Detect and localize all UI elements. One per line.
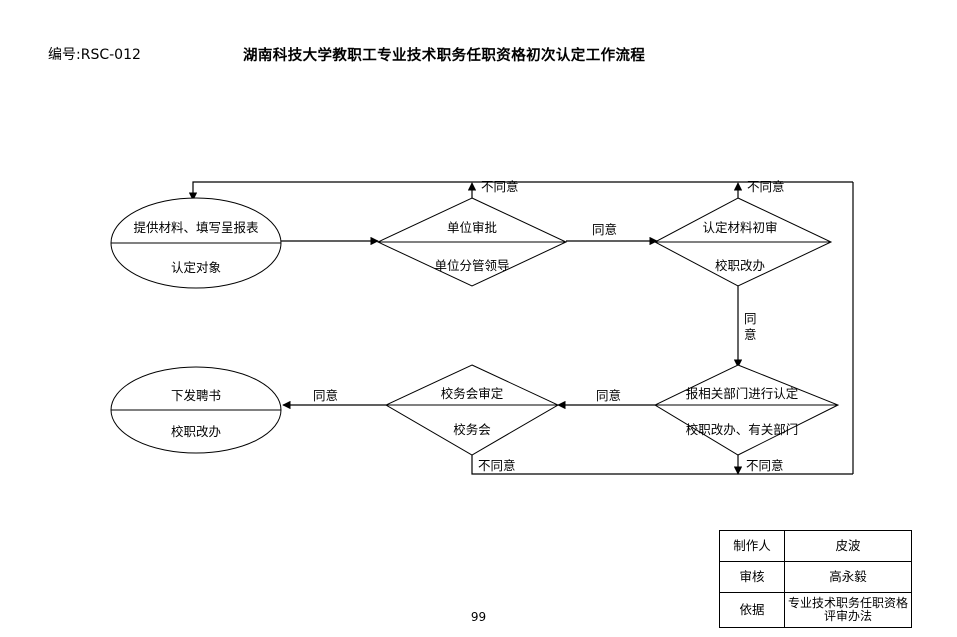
edge-label-meeting-reject: 不同意 bbox=[478, 458, 516, 473]
edge-label-meeting-agree: 同意 bbox=[313, 388, 338, 403]
page-number: 99 bbox=[470, 610, 487, 624]
node-unit-approval[interactable]: 单位审批 单位分管领导 bbox=[376, 197, 568, 287]
table-cell-value: 皮波 bbox=[784, 530, 912, 562]
node-material-review[interactable]: 认定材料初审 校职改办 bbox=[653, 197, 833, 287]
node-report-department-bottom-label: 校职改办、有关部门 bbox=[686, 422, 799, 437]
table-row: 制作人 皮波 bbox=[719, 530, 912, 562]
table-cell-value-line1: 专业技术职务任职资格 bbox=[787, 595, 908, 610]
node-unit-approval-bottom-label: 单位分管领导 bbox=[434, 258, 509, 273]
node-report-department[interactable]: 报相关部门进行认定 校职改办、有关部门 bbox=[653, 364, 840, 456]
edge-label-review-agree-1: 同 bbox=[744, 311, 757, 326]
node-material-review-top-label: 认定材料初审 bbox=[702, 220, 777, 235]
table-cell-value-line2: 评审办法 bbox=[823, 609, 872, 623]
table-cell-value: 高永毅 bbox=[784, 561, 912, 593]
edge-label-review-agree-2: 意 bbox=[744, 327, 757, 342]
table-cell-key: 审核 bbox=[719, 561, 785, 593]
edge-label-unit-agree: 同意 bbox=[592, 222, 617, 237]
edge-label-unit-reject: 不同意 bbox=[481, 179, 519, 194]
node-issue-certificate-bottom-label: 校职改办 bbox=[171, 424, 221, 439]
edge-label-report-agree: 同意 bbox=[596, 388, 621, 403]
edge-meeting-reject-rail bbox=[471, 455, 853, 475]
page-title: 湖南科技大学教职工专业技术职务任职资格初次认定工作流程 bbox=[243, 48, 646, 64]
node-school-meeting-top-label: 校务会审定 bbox=[441, 386, 504, 401]
document-id: 编号:RSC-012 bbox=[48, 47, 141, 63]
node-start[interactable]: 提供材料、填写呈报表 认定对象 bbox=[110, 197, 282, 289]
node-report-department-top-label: 报相关部门进行认定 bbox=[686, 386, 799, 401]
node-issue-certificate-top-label: 下发聘书 bbox=[171, 388, 221, 403]
edge-label-report-reject: 不同意 bbox=[746, 458, 784, 473]
table-cell-value: 专业技术职务任职资格 评审办法 bbox=[784, 592, 912, 628]
node-material-review-bottom-label: 校职改办 bbox=[715, 258, 765, 273]
edge-reject-to-start bbox=[188, 181, 853, 201]
node-unit-approval-top-label: 单位审批 bbox=[447, 220, 497, 235]
node-issue-certificate[interactable]: 下发聘书 校职改办 bbox=[110, 366, 282, 454]
table-row: 依据 专业技术职务任职资格 评审办法 bbox=[719, 592, 912, 628]
node-school-meeting-bottom-label: 校务会 bbox=[453, 422, 491, 437]
node-school-meeting[interactable]: 校务会审定 校务会 bbox=[384, 364, 560, 456]
node-start-bottom-label: 认定对象 bbox=[171, 260, 221, 275]
edge-label-review-reject: 不同意 bbox=[747, 179, 785, 194]
node-start-top-label: 提供材料、填写呈报表 bbox=[133, 220, 259, 235]
table-row: 审核 高永毅 bbox=[719, 561, 912, 593]
signature-table: 制作人 皮波 审核 高永毅 依据 专业技术职务任职资格 评审办法 bbox=[719, 530, 912, 628]
table-cell-key: 制作人 bbox=[719, 530, 785, 562]
